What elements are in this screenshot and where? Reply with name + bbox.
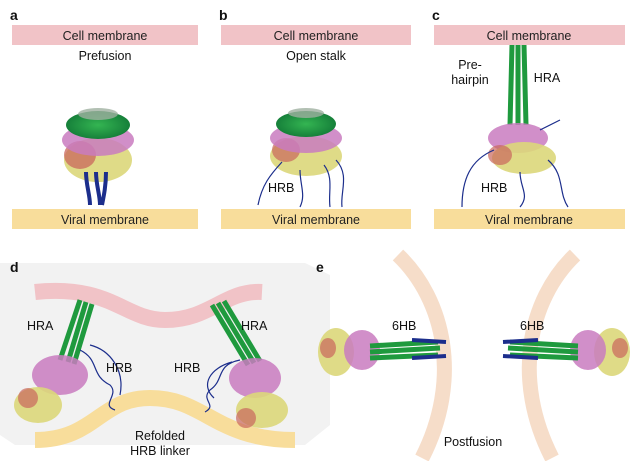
panel-c-letter: c <box>432 7 440 23</box>
right-protein-d <box>204 299 288 428</box>
panel-e-letter: e <box>316 259 324 275</box>
viral-membrane-b <box>221 209 411 229</box>
panel-b-letter: b <box>219 7 228 23</box>
refolded-label-1: Refolded <box>135 429 185 443</box>
sixhb-left <box>318 328 447 376</box>
left-protein-d <box>14 299 122 423</box>
hrb-label-c: HRB <box>481 181 507 195</box>
prehairpin-protein <box>461 44 569 208</box>
sixhb-label-right: 6HB <box>520 319 544 333</box>
refolded-label-2: HRB linker <box>130 444 190 458</box>
prefusion-label: Prefusion <box>79 49 132 63</box>
hra-label-c: HRA <box>534 71 561 85</box>
hra-label-d-right: HRA <box>241 319 268 333</box>
viral-membrane-label-b: Viral membrane <box>272 213 360 227</box>
viral-membrane-label-a: Viral membrane <box>61 213 149 227</box>
open-stalk-label: Open stalk <box>286 49 347 63</box>
hrb-label-d-right: HRB <box>174 361 200 375</box>
cell-membrane-label-a: Cell membrane <box>63 29 148 43</box>
viral-membrane-d <box>34 389 296 448</box>
cell-membrane-d <box>34 282 263 329</box>
prefusion-protein <box>62 108 134 206</box>
hrb-label-d-left: HRB <box>106 361 132 375</box>
sixhb-right <box>502 328 630 376</box>
panel-e: e 6HB 6HB Postfusion <box>316 249 630 461</box>
viral-membrane-c <box>434 209 625 229</box>
cell-membrane-label-c: Cell membrane <box>487 29 572 43</box>
panel-d: d HRA HRA HRB HRB Refolded HRB linker <box>0 259 330 458</box>
postfusion-membrane-left <box>392 249 452 461</box>
sixhb-label-left: 6HB <box>392 319 416 333</box>
open-stalk-protein <box>257 108 345 208</box>
hra-label-d-left: HRA <box>27 319 54 333</box>
prehairpin-label-1: Pre- <box>458 58 482 72</box>
cell-membrane-label-b: Cell membrane <box>274 29 359 43</box>
viral-membrane-label-c: Viral membrane <box>485 213 573 227</box>
cell-membrane-a <box>12 25 198 45</box>
cell-membrane-c <box>434 25 625 45</box>
cell-membrane-b <box>221 25 411 45</box>
panel-b: b Cell membrane Open stalk HRB Viral mem… <box>219 7 411 229</box>
panel-a: a Cell membrane Prefusion Viral membrane <box>10 7 198 229</box>
panel-c: c Cell membrane Pre- hairpin HRA HRB Vir… <box>432 7 625 229</box>
viral-membrane-a <box>12 209 198 229</box>
prehairpin-label-2: hairpin <box>451 73 489 87</box>
postfusion-label: Postfusion <box>444 435 502 449</box>
hrb-label-b: HRB <box>268 181 294 195</box>
panel-d-letter: d <box>10 259 19 275</box>
panel-a-letter: a <box>10 7 18 23</box>
